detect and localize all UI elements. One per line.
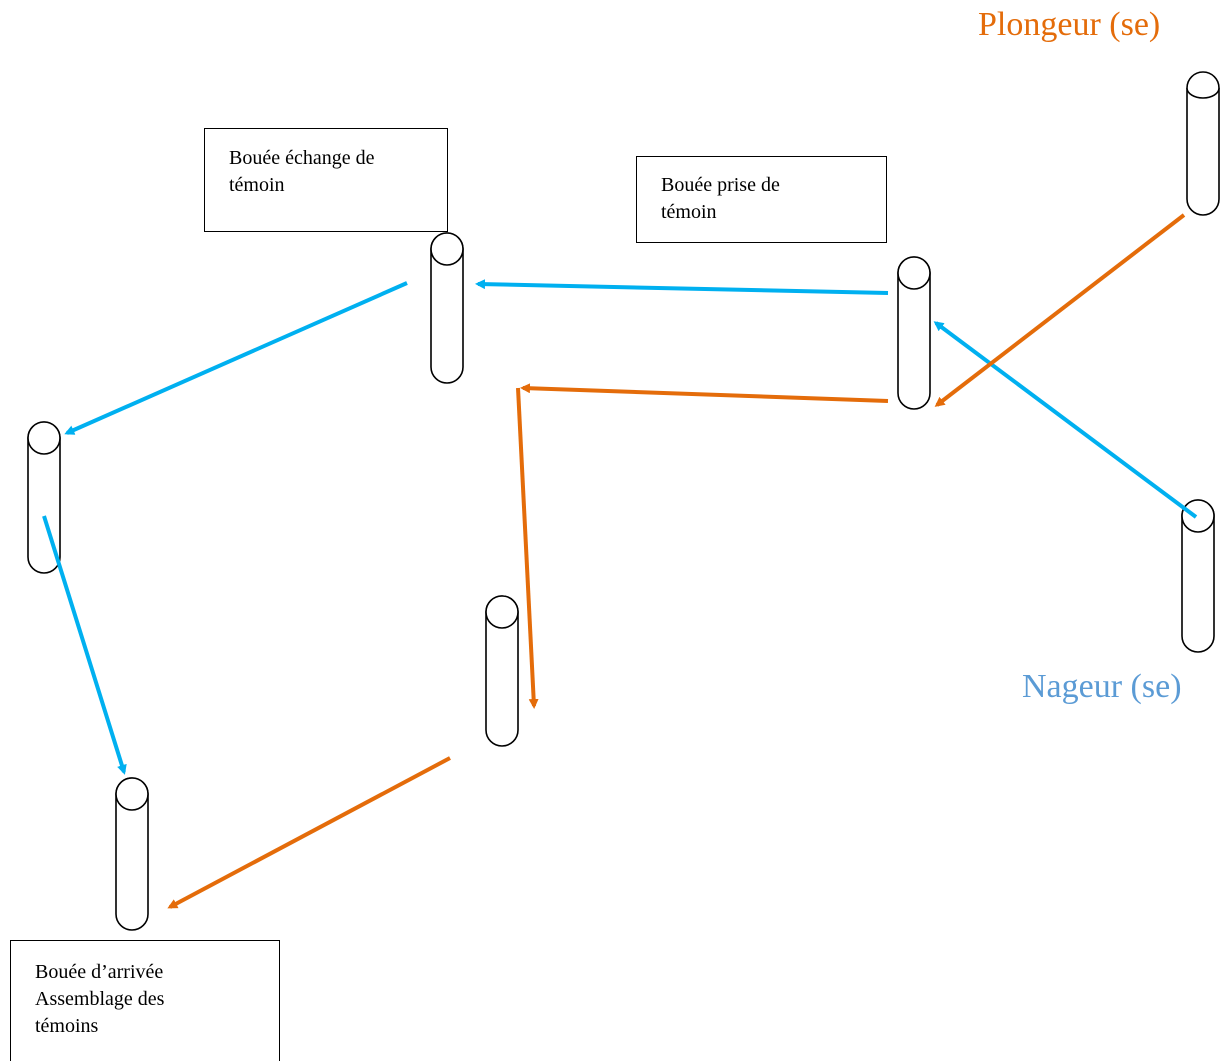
exchange-buoy-label: Bouée échange de témoin [204, 128, 448, 232]
pickup-buoy-label: Bouée prise de témoin [636, 156, 887, 243]
diver-legend: Plongeur (se) [978, 6, 1161, 43]
buoy-left-middle [27, 421, 61, 574]
swimmer-legend: Nageur (se) [1022, 668, 1182, 705]
swimmer-arrow-left-to-finish [42, 515, 127, 775]
finish-buoy-text: Bouée d’arrivée Assemblage des témoins [35, 961, 165, 1037]
swimmer-arrow-pickup-to-exchange [475, 279, 889, 295]
buoy-pickup [897, 256, 931, 410]
finish-buoy-label: Bouée d’arrivée Assemblage des témoins [10, 940, 280, 1061]
diver-arrow-start-to-pickup [934, 213, 1186, 407]
buoy-diver-start [1186, 71, 1220, 216]
diver-arrow-pickup-to-corner [520, 383, 889, 403]
pickup-buoy-text: Bouée prise de témoin [661, 174, 780, 223]
swimmer-arrow-start-to-pickup [933, 321, 1198, 519]
buoy-finish [115, 777, 149, 931]
buoy-exchange [430, 232, 464, 384]
buoy-swimmer-start [1181, 499, 1215, 653]
diver-arrow-center-to-finish [167, 756, 451, 909]
diver-arrow-corner-to-center [516, 387, 539, 709]
buoy-center-bottom [485, 595, 519, 747]
exchange-buoy-text: Bouée échange de témoin [229, 147, 375, 196]
swimmer-arrow-exchange-to-left [64, 281, 408, 435]
